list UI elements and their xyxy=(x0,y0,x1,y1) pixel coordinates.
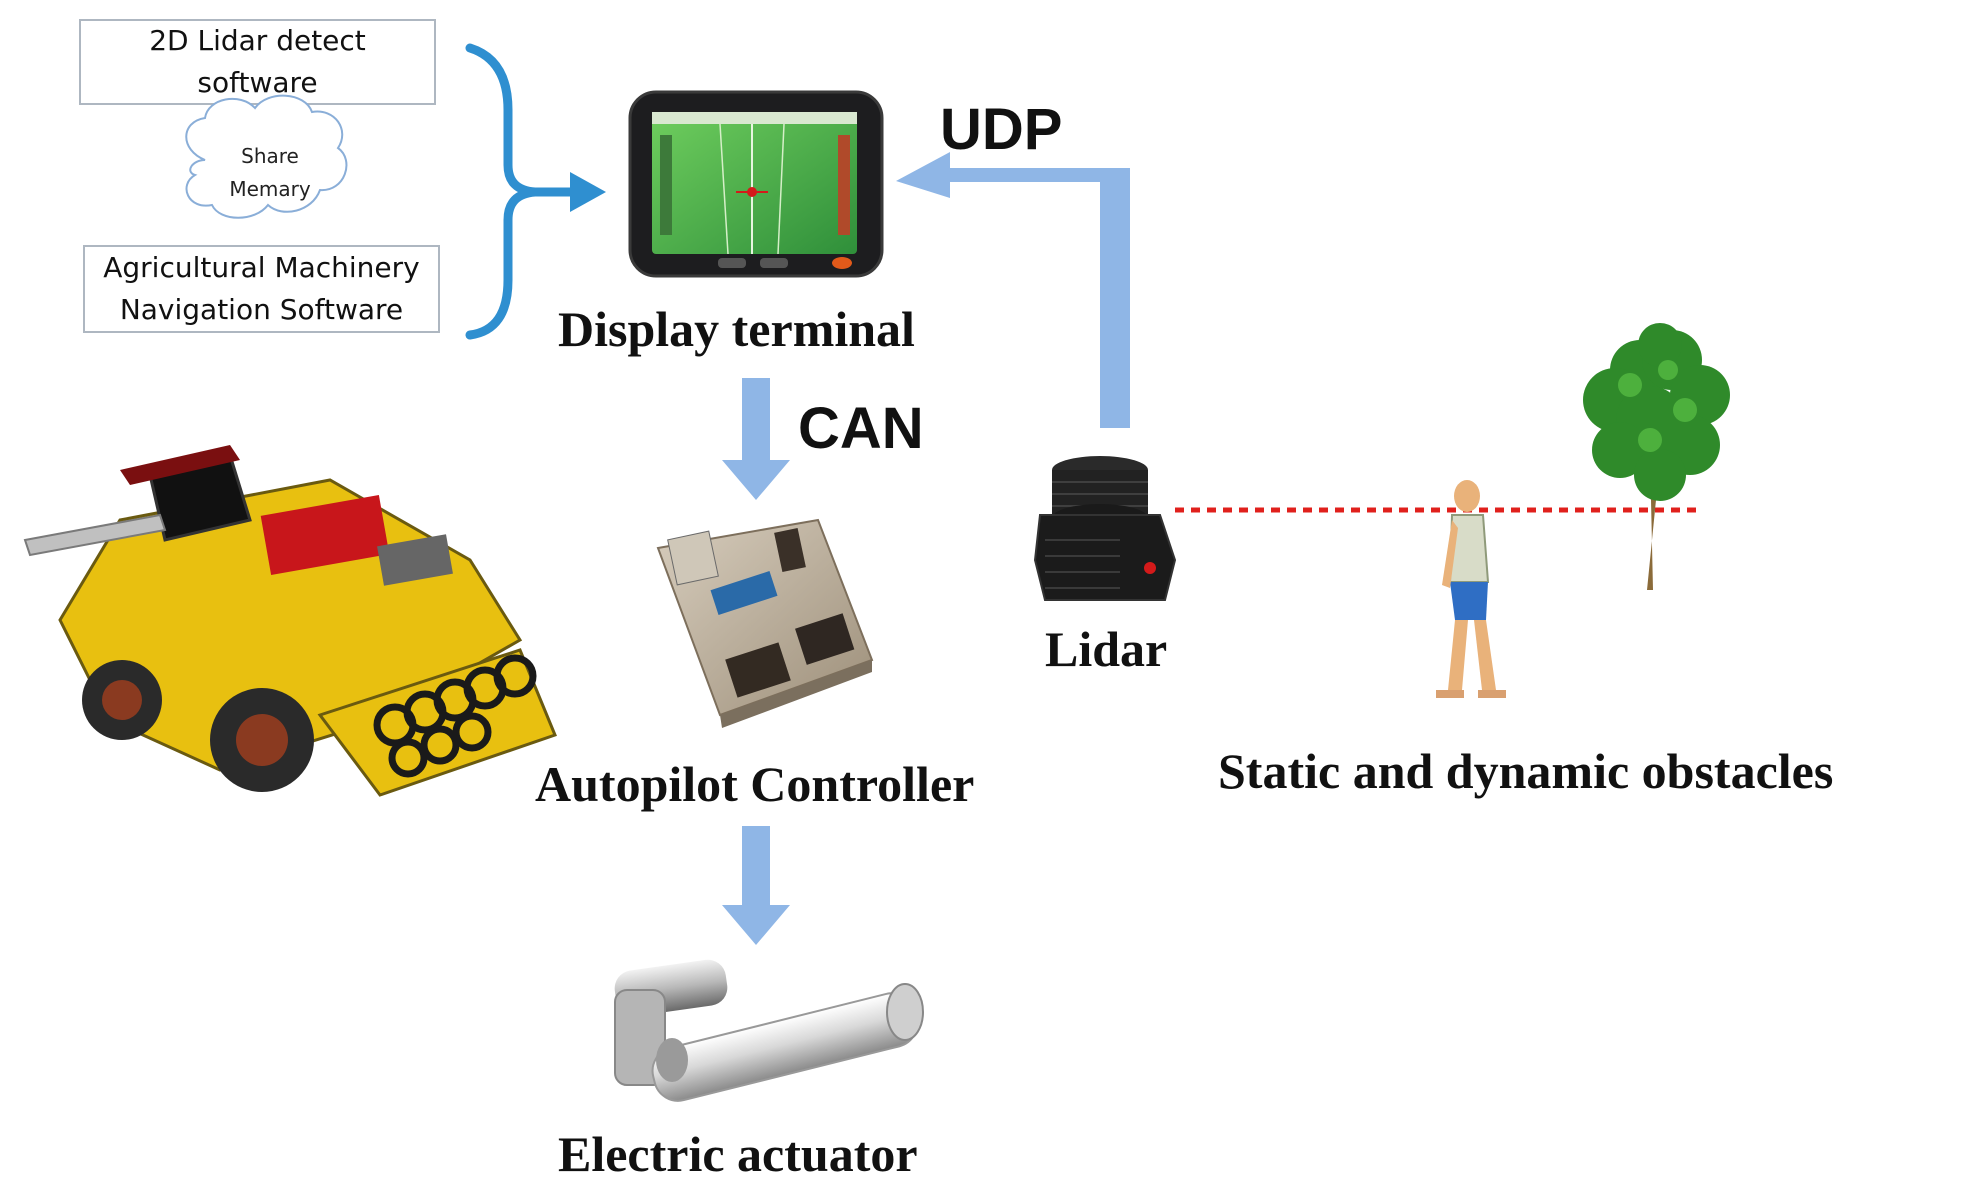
harvester-machine xyxy=(23,445,557,797)
electric-actuator-label: Electric actuator xyxy=(558,1126,918,1182)
lidar-detect-line-1: 2D Lidar detect xyxy=(149,24,366,57)
obstacles-label: Static and dynamic obstacles xyxy=(1218,743,1834,799)
display-terminal-device xyxy=(628,90,884,278)
share-memory-line-2: Memary xyxy=(229,177,311,201)
lidar-detect-line-2: software xyxy=(197,66,318,99)
tree-obstacle xyxy=(1583,323,1730,590)
navigation-software-line-1: Agricultural Machinery xyxy=(103,251,420,284)
pedestrian-obstacle xyxy=(1436,480,1506,698)
share-memory-line-1: Share xyxy=(241,144,299,168)
can-arrow xyxy=(722,378,790,500)
navigation-software-box xyxy=(83,245,440,333)
electric-actuator-device xyxy=(614,959,924,1102)
lidar-detect-software-box xyxy=(79,19,436,105)
lidar-detect-software-label: 2D Lidar detect software xyxy=(80,20,435,104)
udp-arrow xyxy=(896,152,1130,428)
autopilot-controller-device xyxy=(656,518,874,728)
bracket-arrow-head xyxy=(570,172,606,212)
autopilot-controller-label: Autopilot Controller xyxy=(535,756,975,812)
share-memory-cloud xyxy=(185,94,348,219)
share-memory-label: Share Memary xyxy=(200,140,340,206)
display-terminal-label: Display terminal xyxy=(558,301,915,357)
can-label: CAN xyxy=(798,396,924,461)
lidar-sensor xyxy=(1033,456,1177,601)
controller-to-actuator-arrow xyxy=(722,826,790,945)
navigation-software-label: Agricultural Machinery Navigation Softwa… xyxy=(84,246,439,332)
udp-label: UDP xyxy=(940,97,1063,162)
software-bracket xyxy=(465,43,536,340)
navigation-software-line-2: Navigation Software xyxy=(119,293,404,326)
lidar-label: Lidar xyxy=(1045,621,1168,677)
